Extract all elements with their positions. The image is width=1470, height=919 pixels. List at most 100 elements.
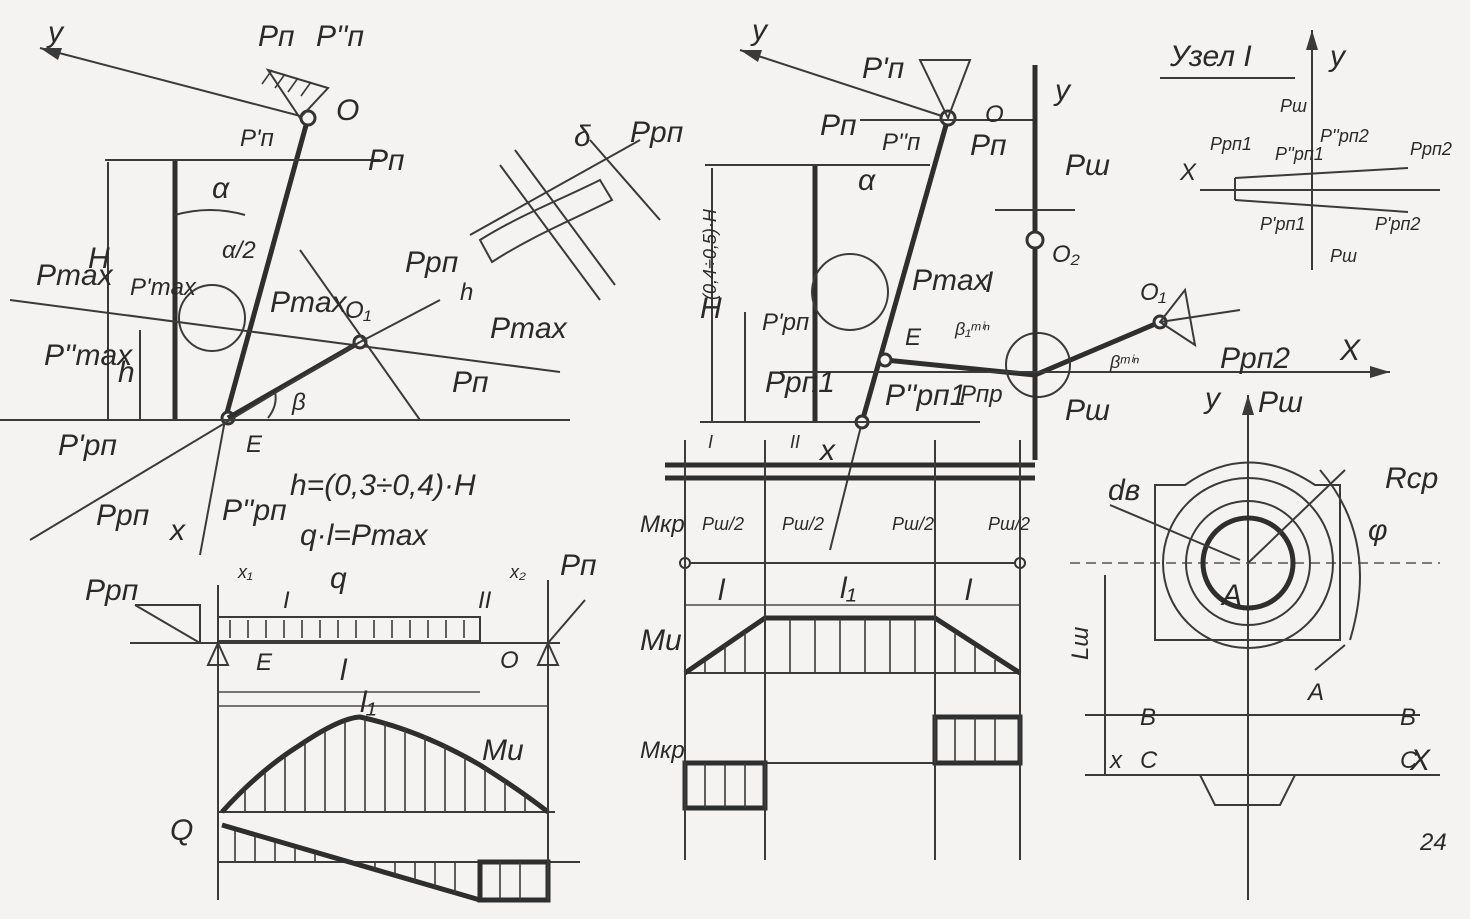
left-label-Pp2-top: P''п [316, 20, 364, 53]
node-label-Prp2p: P'рп2 [1375, 214, 1420, 234]
left-label-alpha2: α/2 [222, 237, 256, 264]
mid-mi-trapezoid [683, 615, 1022, 676]
mid-label-I-sec: I [708, 432, 713, 452]
mid-label-Pp1: P'п [862, 52, 904, 85]
mid-label-H: H [700, 292, 722, 325]
mid-label-Mi: Mи [640, 624, 682, 657]
node-prp-upper [1234, 167, 1409, 179]
mid-node-I-circle [1005, 332, 1071, 398]
mid-label-l-left: l [718, 574, 726, 607]
left-distributed-load [229, 620, 465, 638]
left-label-Prp1: P'рп [58, 429, 117, 462]
mid-label-Psh-lower: Pш [1065, 394, 1110, 427]
left-label-Pp-top: Pп [258, 20, 295, 53]
left-alpha-arc [174, 209, 246, 216]
left-pmax-line [9, 299, 561, 373]
left-label-beta: β [291, 389, 306, 416]
right-label-B: B [1140, 704, 1156, 731]
left-formula-ql: q·l=Pmax [300, 519, 429, 552]
left-label-Pmax2: P''max [44, 339, 133, 372]
left-label-Pmax: Pmax [270, 286, 348, 319]
left-main-lever [222, 117, 311, 421]
mid-rod-O1 [1034, 319, 1161, 378]
mid-label-y: y [750, 14, 769, 47]
node-I-diagram [1160, 30, 1440, 270]
left-label-Q: Q [170, 814, 193, 847]
mid-label-E: E [905, 324, 922, 351]
left-label-II: II [478, 587, 492, 614]
left-label-Prp2: P''рп [222, 494, 287, 527]
left-label-l: l [340, 654, 348, 687]
node-label-Prp1: Pрп1 [1210, 134, 1252, 154]
mid-label-y-right: y [1053, 74, 1072, 107]
left-label-hsmall: h [460, 279, 473, 306]
right-rcp-leader [1247, 469, 1346, 564]
left-spring-detail [469, 139, 661, 301]
left-label-I: I [283, 587, 290, 614]
right-label-B2: B [1400, 704, 1416, 731]
left-prp-line [29, 341, 361, 541]
left-prp-triangle [135, 604, 201, 644]
left-mi-curve [220, 714, 550, 814]
left-label-O-beam: O [500, 647, 519, 674]
right-label-Lsh: Lш [1067, 627, 1094, 660]
mid-label-beta: βᵐⁱⁿ [1109, 352, 1139, 372]
right-y-arrowhead [1242, 395, 1254, 415]
node-y-arrowhead [1306, 30, 1318, 50]
left-label-x2: x₂ [509, 562, 526, 582]
left-pp-line [299, 249, 421, 421]
left-prp-direction [359, 299, 441, 343]
node-title: Узел I [1169, 40, 1252, 73]
mid-label-l1: l₁ [840, 572, 856, 605]
left-force-diagram [0, 47, 661, 903]
left-support-hatch [261, 69, 312, 97]
mid-label-O1: O₁ [1140, 279, 1166, 306]
right-label-db: dв [1108, 474, 1140, 507]
right-label-X: X [1409, 744, 1431, 777]
left-label-Pmax1: P'max [130, 274, 197, 301]
mid-prp2-direction [1159, 309, 1241, 323]
right-A-leader [1314, 644, 1346, 671]
mid-label-Psh2-a: Pш/2 [702, 514, 744, 534]
left-label-Pp1: P'п [240, 125, 274, 152]
left-label-E: E [246, 431, 263, 458]
left-label-H: H [88, 242, 110, 275]
mid-mkr-hatch [704, 717, 996, 808]
mid-label-Psh2-b: Pш/2 [782, 514, 824, 534]
left-pp-force [547, 599, 586, 644]
left-label-Pp: Pп [368, 144, 405, 177]
left-label-h: h [118, 356, 135, 389]
mid-hinge-O2 [1025, 230, 1045, 250]
left-prp-diagonal [134, 604, 201, 644]
mid-label-Psh2-d: Pш/2 [988, 514, 1030, 534]
mid-label-l-right: l [965, 574, 973, 607]
left-label-delta: δ [574, 120, 591, 153]
node-label-Psh-top: Pш [1280, 96, 1307, 116]
mid-label-Pp2: P''п [882, 129, 920, 156]
node-label-Prp2: Pрп2 [1410, 139, 1452, 159]
left-x-axis-extension [199, 419, 226, 556]
left-beta-arc [267, 391, 277, 419]
mid-y-arrowhead [740, 50, 762, 62]
mid-label-X: X [1339, 334, 1361, 367]
left-label-alpha: α [212, 172, 230, 205]
left-label-x1: x₁ [237, 562, 253, 582]
left-label-Prp-lower: Pрп [96, 499, 149, 532]
left-formula-h: h=(0,3÷0,4)·H [290, 469, 476, 502]
right-label-C2: C [1400, 747, 1418, 774]
mid-label-Pmax: Pmax [912, 264, 990, 297]
right-mid-circle [1185, 500, 1311, 626]
left-label-x: x [168, 514, 186, 547]
right-label-y: y [1203, 382, 1222, 415]
mid-label-x: x [818, 434, 836, 467]
left-label-Pmax-side: Pmax [36, 259, 114, 292]
node-label-Prp2pp: P''рп2 [1320, 126, 1369, 146]
mid-label-Prp1: P'рп [762, 309, 809, 336]
mid-circle [811, 253, 889, 331]
mid-label-Pp: Pп [820, 109, 857, 142]
mid-label-alpha: α [858, 164, 876, 197]
mid-label-Mkr: Mкр [640, 511, 685, 538]
mid-label-Prp1c: P''рп1 [885, 379, 966, 412]
